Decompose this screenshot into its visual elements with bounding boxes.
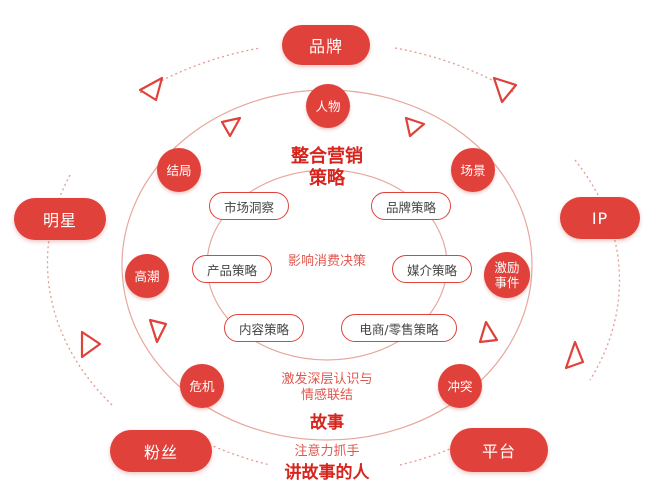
arrow-triangle-1 xyxy=(138,76,164,102)
arrow-triangle-7 xyxy=(148,318,168,344)
tag-market-insight: 市场洞察 xyxy=(209,192,289,220)
outer-arc-6 xyxy=(199,439,271,466)
node-climax: 高潮 xyxy=(125,254,169,298)
center-influence-text: 影响消费决策 xyxy=(287,254,366,269)
tag-product-strategy: 产品策略 xyxy=(192,255,272,283)
tag-content-strategy: 内容策略 xyxy=(224,314,304,342)
node-crisis: 危机 xyxy=(180,364,224,408)
node-scene: 场景 xyxy=(451,148,495,192)
storyteller-label: 讲故事的人 xyxy=(284,463,370,483)
arrow-triangle-2 xyxy=(492,76,518,104)
tag-ecommerce-strategy: 电商/零售策略 xyxy=(341,314,457,342)
tag-media-strategy: 媒介策略 xyxy=(392,255,472,283)
arrow-triangle-4 xyxy=(80,330,102,359)
arrow-triangle-8 xyxy=(478,320,499,344)
story-label: 故事 xyxy=(310,413,344,433)
node-ending: 结局 xyxy=(157,148,201,192)
node-fans: 粉丝 xyxy=(110,430,212,472)
inspire-text-line2: 情感联结 xyxy=(300,388,353,403)
node-brand: 品牌 xyxy=(282,25,370,65)
center-title-line1: 整合营销 xyxy=(291,146,363,167)
tag-brand-strategy: 品牌策略 xyxy=(371,192,451,220)
node-star: 明星 xyxy=(14,198,106,240)
arrow-triangle-3 xyxy=(564,340,585,370)
node-ip: IP xyxy=(560,197,640,239)
outer-arc-3 xyxy=(574,159,621,381)
inspire-text-line1: 激发深层认识与 xyxy=(281,372,373,387)
attention-text: 注意力抓手 xyxy=(294,444,360,459)
node-incentive-event: 激励 事件 xyxy=(484,252,530,298)
center-title-line2: 策略 xyxy=(309,168,345,189)
node-platform: 平台 xyxy=(450,428,548,472)
node-people: 人物 xyxy=(306,84,350,128)
outer-arc-1 xyxy=(139,47,261,94)
arrow-triangle-5 xyxy=(220,116,242,138)
arrow-triangle-6 xyxy=(404,116,426,138)
node-conflict: 冲突 xyxy=(438,364,482,408)
